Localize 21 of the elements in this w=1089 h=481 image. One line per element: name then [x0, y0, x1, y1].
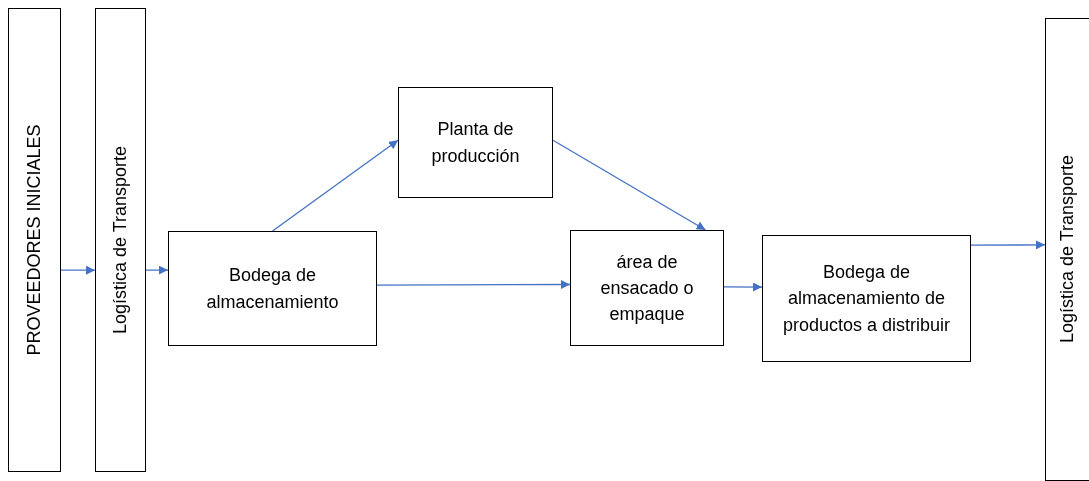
arrow: [723, 282, 763, 292]
arrow: [970, 240, 1046, 250]
arrow: [60, 265, 96, 275]
box-label: Logística de Transporte: [1056, 155, 1079, 344]
arrow: [552, 139, 707, 231]
box-label: Bodega de almacenamiento de productos a distribuir: [781, 261, 952, 337]
arrow: [271, 139, 399, 232]
process-box: [168, 231, 377, 346]
box-label: Bodega de almacenamiento: [205, 264, 340, 314]
box-label: Logística de Transporte: [109, 145, 132, 335]
process-box: [95, 8, 146, 472]
box-label: PROVEEDORES INICIALES: [23, 124, 46, 356]
box-label: área de ensacado o empaque: [599, 250, 695, 327]
process-box: [398, 87, 553, 198]
process-box: [8, 8, 61, 472]
arrow: [376, 280, 571, 290]
arrow: [145, 265, 169, 275]
box-label: Planta de producción: [430, 118, 521, 168]
process-box: [570, 230, 724, 346]
process-box: [1045, 18, 1089, 481]
process-box: [762, 235, 971, 362]
